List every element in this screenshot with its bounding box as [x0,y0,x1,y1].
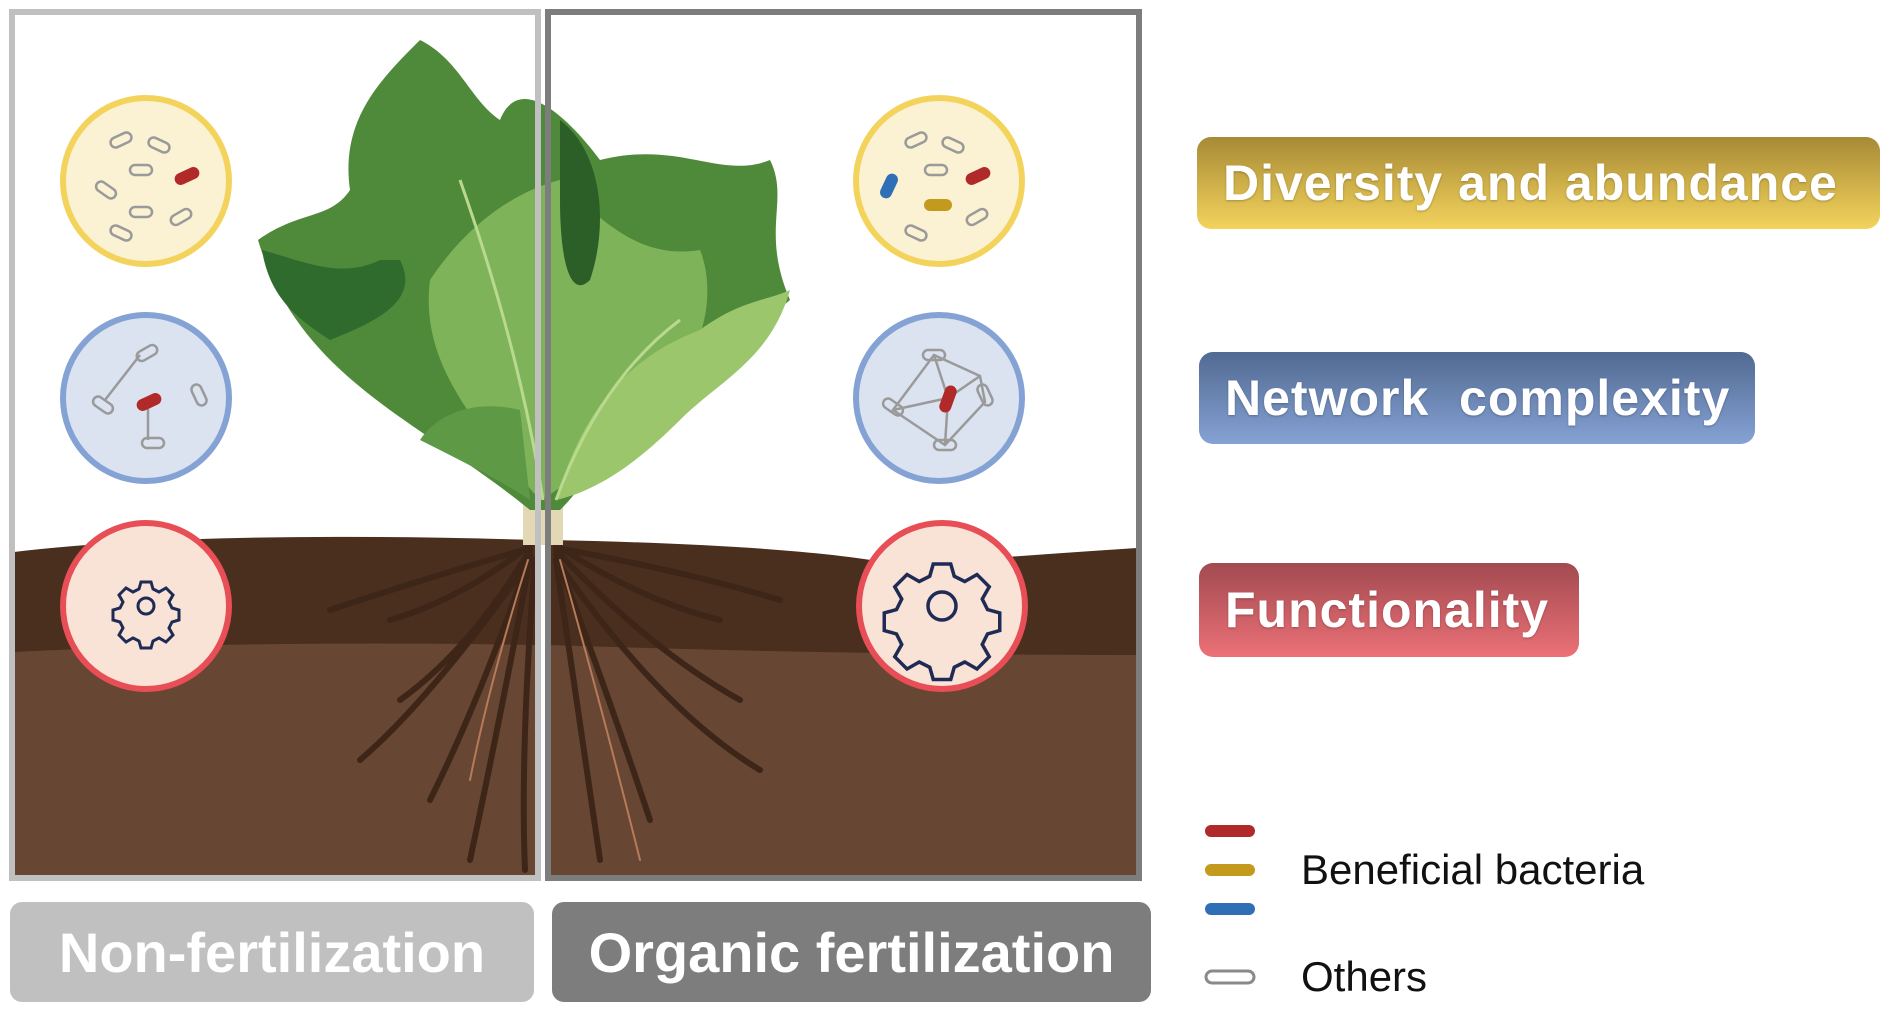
diversity-circle-left [60,95,232,267]
legend-swatch-blue [1205,903,1255,915]
network-circle-right [853,312,1025,484]
network-circle-left [60,312,232,484]
roots [327,542,783,873]
legend-swatch-yellow [1205,864,1255,876]
legend-beneficial-label: Beneficial bacteria [1301,846,1645,893]
lettuce-plant [258,40,790,545]
function-circle-right [856,520,1028,692]
function-circle-left [60,520,232,692]
legend-swatch-red [1205,825,1255,837]
label-non-fertilization: Non-fertilization [10,902,534,1002]
gear-icon [111,580,181,650]
panel-non-fertilization [9,9,541,881]
badge-functionality: Functionality [1199,563,1579,657]
legend-swatches [1204,825,1256,985]
badge-diversity: Diversity and abundance [1197,137,1880,229]
panel-organic-fertilization [545,9,1142,881]
badge-network: Network complexity [1199,352,1755,444]
gear-icon [882,562,1002,682]
label-organic-fertilization: Organic fertilization [552,902,1151,1002]
legend-swatch-others [1204,969,1256,985]
legend-others-label: Others [1301,953,1428,1000]
diversity-circle-right [853,95,1025,267]
